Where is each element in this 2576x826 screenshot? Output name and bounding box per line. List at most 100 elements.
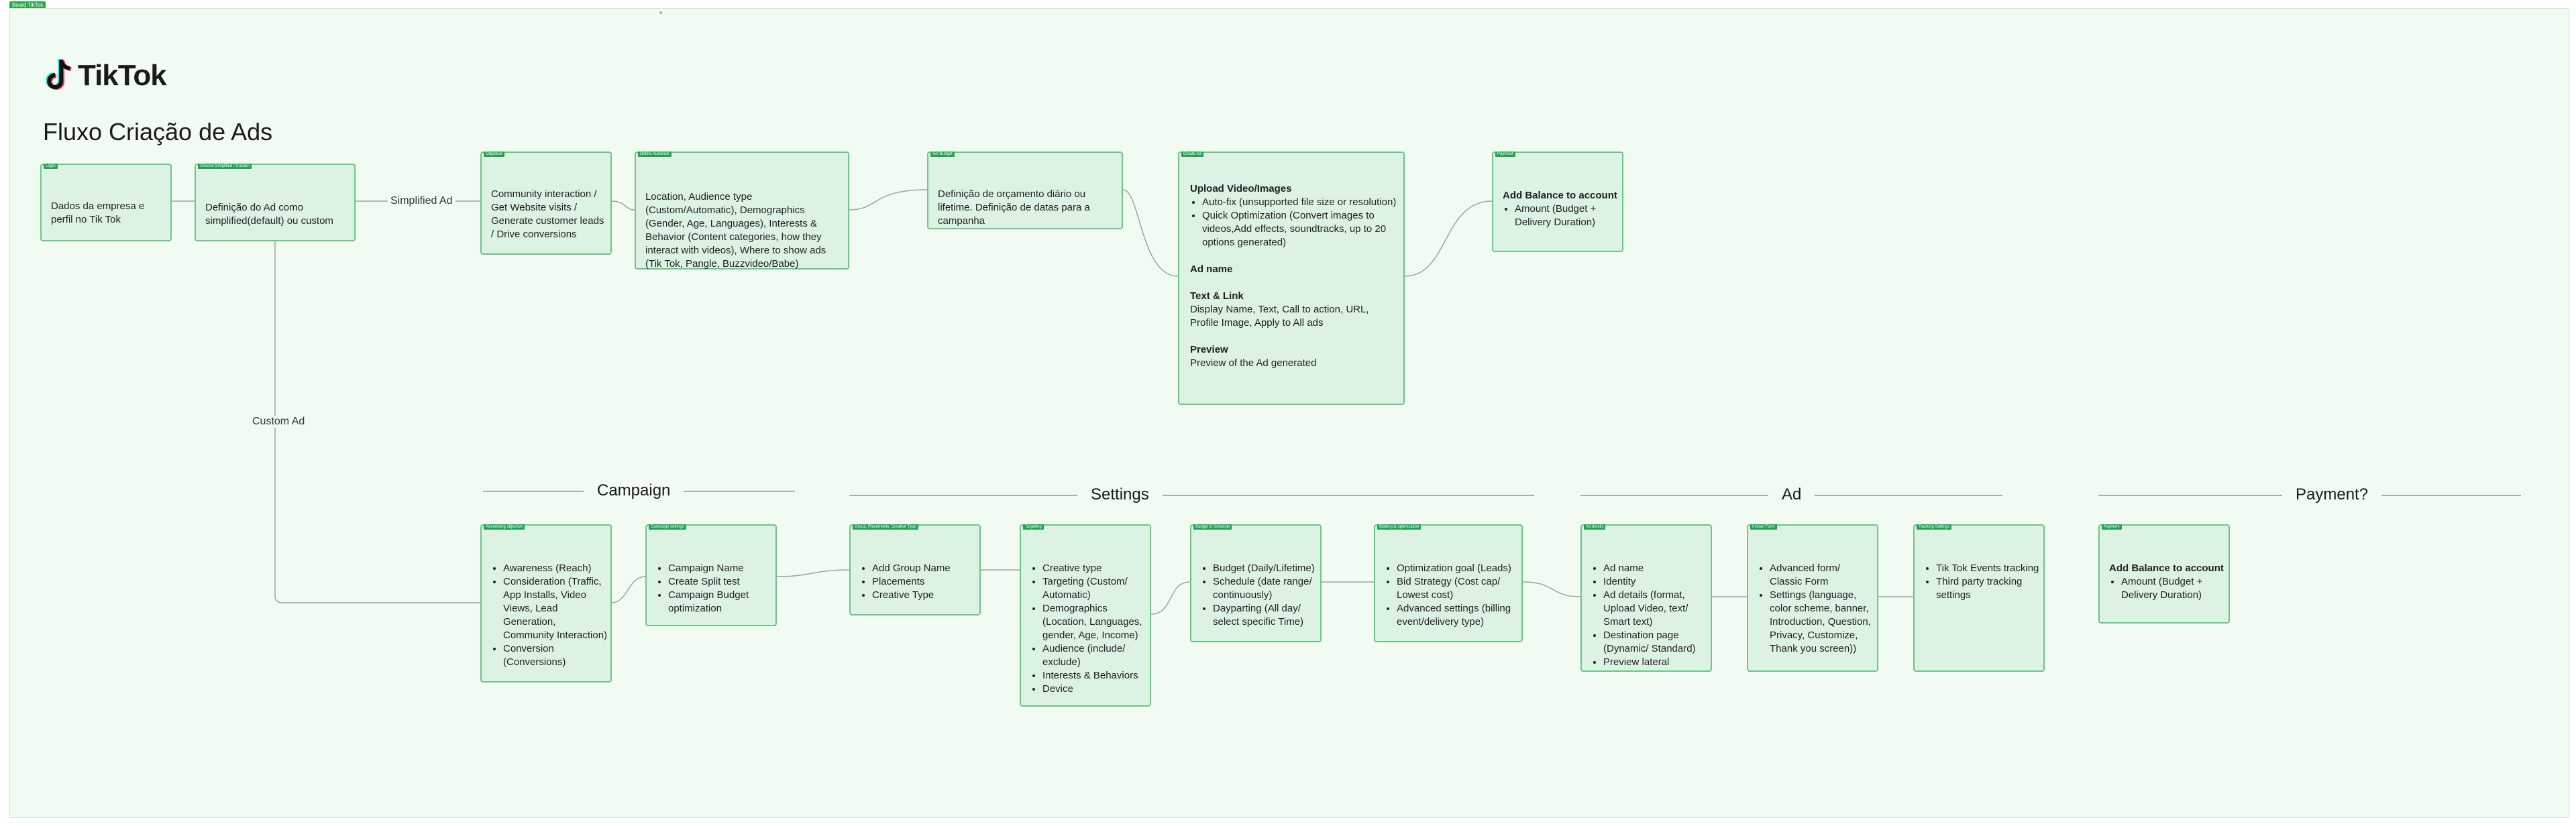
- edge-label-simplified: Simplified Ad: [388, 195, 455, 207]
- node-body: Creative type Targeting (Custom/ Automat…: [1030, 562, 1147, 696]
- node-tag: Campaign settings: [649, 524, 686, 530]
- node-tracking-settings[interactable]: Tracking Settings Tik Tok Events trackin…: [1913, 524, 2045, 672]
- node-tag: Payment: [1495, 152, 1515, 157]
- textlink-text: Display Name, Text, Call to action, URL,…: [1190, 304, 1369, 329]
- list-item: Bid Strategy (Cost cap/ Lowest cost): [1397, 575, 1519, 602]
- node-tag: Objective: [484, 152, 505, 157]
- node-body: Ad name Identity Ad details (format, Upl…: [1591, 562, 1708, 669]
- node-ad-details[interactable]: Ad details Ad name Identity Ad details (…: [1580, 524, 1712, 672]
- node-login[interactable]: Login Dados da empresa e perfil no Tik T…: [40, 164, 172, 241]
- list-item: Audience (include/ exclude): [1042, 642, 1147, 669]
- node-text: Definição do Ad como simplified(default)…: [205, 202, 333, 227]
- list-item: Add Group Name: [872, 562, 977, 575]
- node-text: Community interaction / Get Website visi…: [491, 188, 604, 240]
- node-tag: Bidding & optimization: [1377, 524, 1421, 530]
- list-item: Optimization goal (Leads): [1397, 562, 1519, 575]
- list-item: Campaign Budget optimization: [668, 589, 773, 615]
- list-item: Create Split test: [668, 575, 773, 589]
- node-ad-group[interactable]: Group, Placements, Creative Type Add Gro…: [849, 524, 981, 615]
- node-tag: Define Audience: [638, 152, 672, 157]
- node-body: Awareness (Reach) Consideration (Traffic…: [491, 562, 608, 669]
- textlink-title: Text & Link: [1190, 290, 1244, 302]
- list-item: Amount (Budget + Delivery Duration): [1515, 202, 1619, 229]
- list-item: Amount (Budget + Delivery Duration): [2121, 575, 2226, 602]
- node-create-ad[interactable]: Create Ad Upload Video/Images Auto-fix (…: [1178, 152, 1405, 405]
- node-targeting[interactable]: Targeting Creative type Targeting (Custo…: [1020, 524, 1151, 707]
- section-ad-title: Ad: [1782, 485, 1802, 504]
- node-body: Optimization goal (Leads) Bid Strategy (…: [1385, 562, 1519, 629]
- list-item: Destination page (Dynamic/ Standard): [1603, 629, 1708, 656]
- node-tag: Ad details: [1584, 524, 1606, 530]
- node-tag: Set Budget: [930, 152, 955, 157]
- list-item: Advanced settings (billing event/deliver…: [1397, 602, 1519, 629]
- node-body: Tik Tok Events tracking Third party trac…: [1924, 562, 2041, 602]
- page-title: Fluxo Criação de Ads: [43, 118, 273, 145]
- node-tag: Advertising objective: [484, 524, 525, 530]
- list-item: Schedule (date range/ continuously): [1213, 575, 1318, 602]
- node-payment-simplified[interactable]: Payment Add Balance to account Amount (B…: [1492, 152, 1623, 252]
- list-item: Dayparting (All day/ select specific Tim…: [1213, 602, 1318, 629]
- list-item: Targeting (Custom/ Automatic): [1042, 575, 1147, 602]
- list-item: Settings (language, color scheme, banner…: [1770, 589, 1874, 656]
- section-payment-title: Payment?: [2296, 485, 2369, 504]
- list-item: Quick Optimization (Convert images to vi…: [1202, 209, 1398, 249]
- node-choose-ad-type[interactable]: Choose Simplified / Custom Definição do …: [195, 164, 356, 241]
- node-tag: Tracking Settings: [1917, 524, 1952, 530]
- list-item: Third party tracking settings: [1936, 575, 2041, 602]
- list-item: Creative Type: [872, 589, 977, 602]
- list-item: Ad name: [1603, 562, 1708, 575]
- node-audience[interactable]: Define Audience Location, Audience type …: [635, 152, 849, 270]
- node-text: Location, Audience type (Custom/Automati…: [645, 191, 826, 270]
- list-item: Awareness (Reach): [503, 562, 608, 575]
- canvas-handle[interactable]: [659, 11, 662, 14]
- node-tag: Choose Simplified / Custom: [198, 164, 252, 169]
- tiktok-note-icon: [46, 58, 72, 90]
- list-item: Consideration (Traffic, App Installs, Vi…: [503, 575, 608, 642]
- adname-title: Ad name: [1190, 263, 1233, 275]
- node-tag: Create Ad: [1181, 152, 1203, 157]
- list-item: Creative type: [1042, 562, 1147, 575]
- tiktok-logo: TikTok: [43, 55, 167, 97]
- section-settings-title: Settings: [1091, 485, 1149, 504]
- preview-title: Preview: [1190, 344, 1228, 355]
- payment-title: Add Balance to account: [1503, 190, 1617, 201]
- node-advertising-objective[interactable]: Advertising objective Awareness (Reach) …: [480, 524, 612, 683]
- node-instant-form[interactable]: Instant Form Advanced form/ Classic Form…: [1747, 524, 1878, 672]
- preview-text: Preview of the Ad generated: [1190, 357, 1317, 369]
- upload-list: Auto-fix (unsupported file size or resol…: [1190, 196, 1398, 249]
- node-goal[interactable]: Objective Community interaction / Get We…: [480, 152, 612, 255]
- node-body: Campaign Name Create Split test Campaign…: [656, 562, 773, 615]
- section-ad: Ad: [1580, 485, 2003, 504]
- node-body: Add Balance to account Amount (Budget + …: [1503, 189, 1619, 229]
- node-campaign-settings[interactable]: Campaign settings Campaign Name Create S…: [645, 524, 777, 626]
- node-budget-schedule[interactable]: Budget & Schedule Budget (Daily/Lifetime…: [1190, 524, 1322, 642]
- logo-text: TikTok: [78, 59, 167, 92]
- node-tag: Group, Placements, Creative Type: [853, 524, 918, 530]
- list-item: Advanced form/ Classic Form: [1770, 562, 1874, 589]
- list-item: Identity: [1603, 575, 1708, 589]
- node-body: Budget (Daily/Lifetime) Schedule (date r…: [1201, 562, 1318, 629]
- board-canvas[interactable]: [9, 8, 2569, 818]
- list-item: Tik Tok Events tracking: [1936, 562, 2041, 575]
- node-body: Advanced form/ Classic Form Settings (la…: [1758, 562, 1874, 656]
- node-text: Definição de orçamento diário ou lifetim…: [938, 188, 1090, 227]
- node-body: Add Balance to account Amount (Budget + …: [2109, 562, 2226, 602]
- list-item: Campaign Name: [668, 562, 773, 575]
- list-item: Device: [1042, 683, 1147, 696]
- section-settings: Settings: [849, 485, 1534, 504]
- list-item: Preview lateral: [1603, 656, 1708, 669]
- node-body: Upload Video/Images Auto-fix (unsupporte…: [1190, 182, 1398, 370]
- node-tag: Instant Form: [1750, 524, 1777, 530]
- edge-label-custom: Custom Ad: [250, 416, 308, 428]
- node-tag: Budget & Schedule: [1193, 524, 1232, 530]
- section-payment: Payment?: [2098, 485, 2522, 504]
- node-payment-custom[interactable]: Payment Add Balance to account Amount (B…: [2098, 524, 2230, 624]
- node-tag: Payment: [2102, 524, 2122, 530]
- list-item: Budget (Daily/Lifetime): [1213, 562, 1318, 575]
- list-item: Conversion (Conversions): [503, 642, 608, 669]
- section-campaign: Campaign: [483, 481, 796, 500]
- node-bidding-optimization[interactable]: Bidding & optimization Optimization goal…: [1374, 524, 1523, 642]
- node-budget[interactable]: Set Budget Definição de orçamento diário…: [927, 152, 1123, 229]
- list-item: Interests & Behaviors: [1042, 669, 1147, 683]
- node-text: Dados da empresa e perfil no Tik Tok: [51, 200, 145, 225]
